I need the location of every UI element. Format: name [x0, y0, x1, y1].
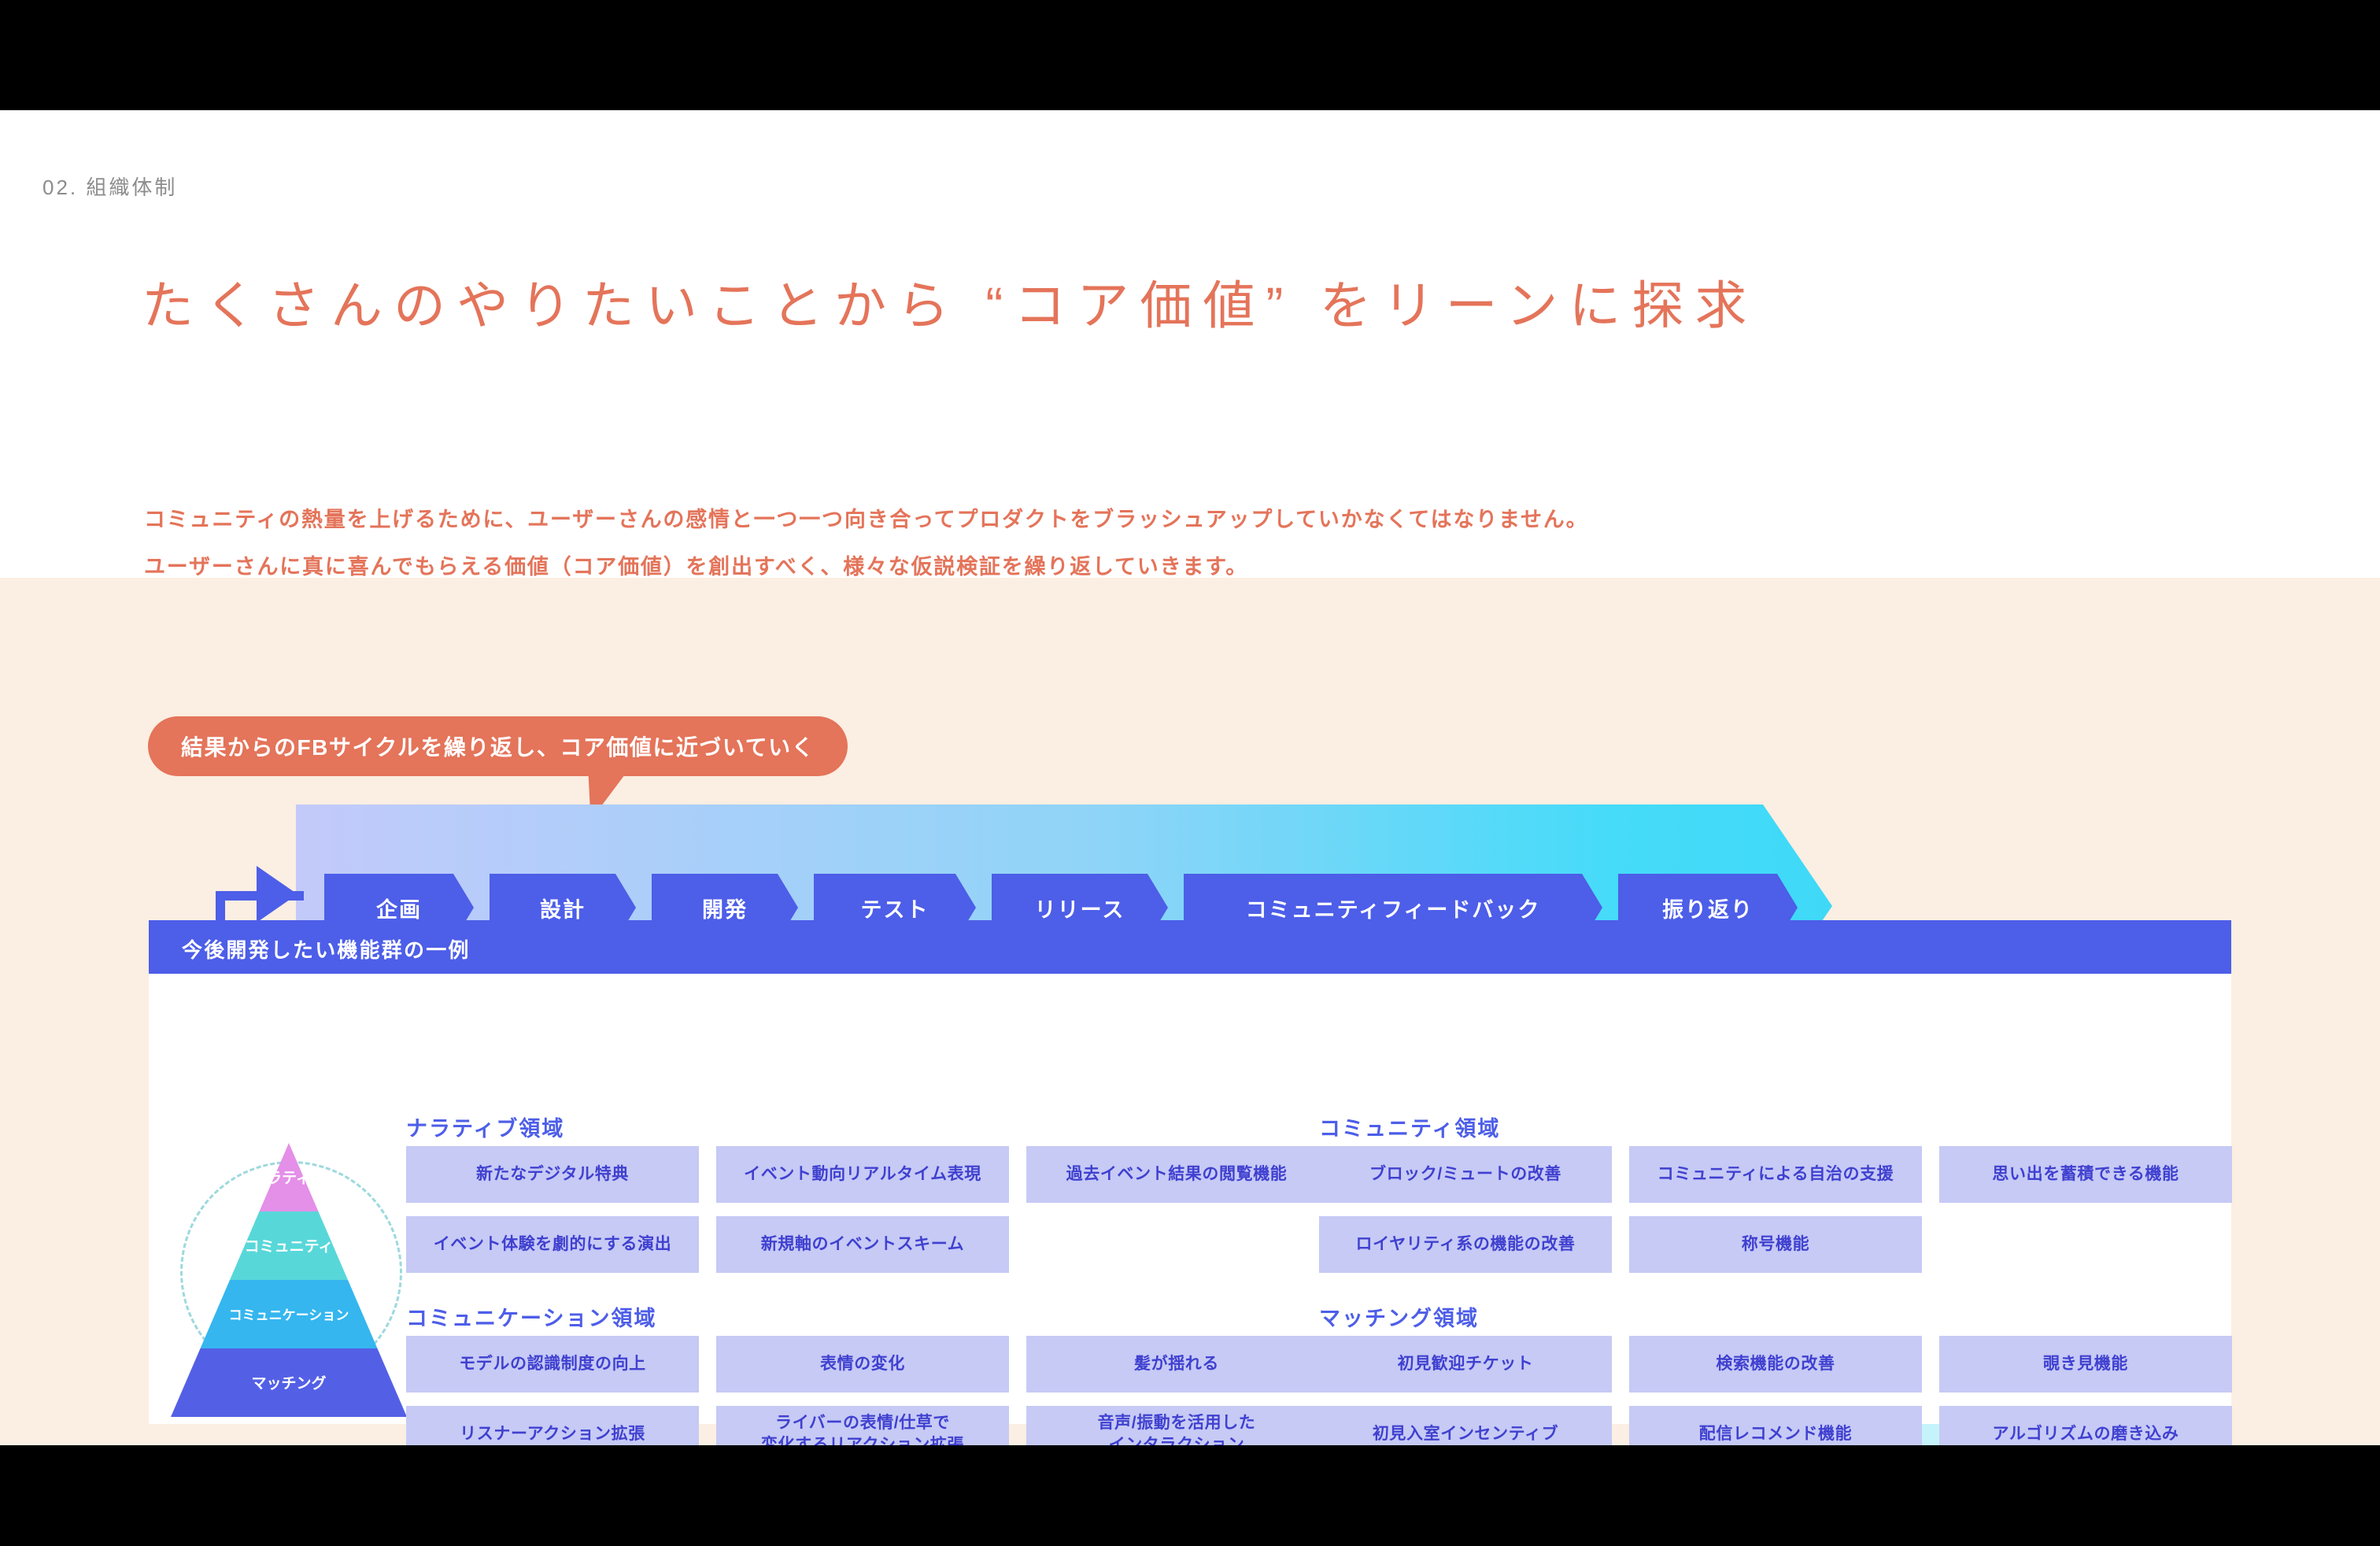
pyramid-layer-label-4: マッチング — [251, 1374, 326, 1393]
feature-card[interactable]: 初見歓迎チケット — [1319, 1336, 1612, 1393]
feature-card[interactable]: 表情の変化 — [716, 1336, 1009, 1393]
feature-card[interactable]: ブロック/ミュートの改善 — [1319, 1146, 1612, 1203]
feature-card[interactable]: 過去イベント結果の閲覧機能 — [1026, 1146, 1327, 1203]
section-kicker: 02. 組織体制 — [42, 176, 178, 199]
feature-group-title: コミュニケーション領域 — [406, 1307, 657, 1330]
slide-canvas: 02. 組織体制 たくさんのやりたいことから “コア価値” をリーンに探求 コミ… — [0, 110, 2380, 1445]
pyramid-layer-label-3: コミュニケーション — [229, 1308, 349, 1323]
feature-card[interactable]: 検索機能の改善 — [1629, 1336, 1922, 1393]
feature-card[interactable]: 称号機能 — [1629, 1216, 1922, 1273]
feature-card[interactable]: 配信レコメンド機能 — [1629, 1406, 1922, 1445]
feature-card[interactable]: 新たなデジタル特典 — [406, 1146, 699, 1203]
feature-group-title: コミュニティ領域 — [1319, 1117, 1501, 1141]
feature-card[interactable]: コミュニティによる自治の支援 — [1629, 1146, 1922, 1203]
pyramid-layer-label-1: ナラティブ — [252, 1169, 326, 1187]
lead-line-1: コミュニティの熱量を上げるために、ユーザーさんの感情と一つ一つ向き合ってプロダク… — [144, 508, 1589, 531]
feature-card[interactable]: モデルの認識制度の向上 — [406, 1336, 699, 1393]
pyramid-layer-4 — [171, 1348, 407, 1417]
feature-group-title: ナラティブ領域 — [406, 1117, 565, 1141]
feature-card[interactable]: 音声/振動を活用したインタラクション — [1026, 1406, 1327, 1445]
feature-card[interactable]: 髪が揺れる — [1026, 1336, 1327, 1393]
feature-card[interactable]: ライバーの表情/仕草で変化するリアクション拡張 — [716, 1406, 1009, 1445]
feature-card[interactable]: 覗き見機能 — [1939, 1336, 2232, 1393]
feature-panel-heading: 今後開発したい機能群の一例 — [182, 938, 471, 962]
feedback-cycle-callout: 結果からのFBサイクルを繰り返し、コア価値に近づいていく — [148, 716, 848, 776]
feature-card[interactable]: アルゴリズムの磨き込み — [1939, 1406, 2232, 1445]
feature-card[interactable]: 思い出を蓄積できる機能 — [1939, 1146, 2232, 1203]
feature-card[interactable]: ロイヤリティ系の機能の改善 — [1319, 1216, 1612, 1273]
pyramid-layer-1 — [259, 1143, 319, 1211]
feature-panel-header: 今後開発したい機能群の一例 — [149, 920, 2231, 974]
pyramid-layer-label-2: コミュニティ — [245, 1239, 334, 1256]
feedback-loop-arrowhead-icon — [257, 866, 298, 923]
pyramid-layer-2 — [230, 1211, 348, 1280]
page-title: たくさんのやりたいことから “コア価値” をリーンに探求 — [142, 276, 1758, 335]
feature-card[interactable]: イベント動向リアルタイム表現 — [716, 1146, 1009, 1203]
feature-card[interactable]: イベント体験を劇的にする演出 — [406, 1216, 699, 1273]
feature-card[interactable]: リスナーアクション拡張 — [406, 1406, 699, 1445]
lead-line-2: ユーザーさんに真に喜んでもらえる価値（コア価値）を創出すべく、様々な仮説検証を繰… — [144, 555, 1249, 579]
feature-card[interactable]: 初見入室インセンティブ — [1319, 1406, 1612, 1445]
feature-card[interactable]: 新規軸のイベントスキーム — [716, 1216, 1009, 1273]
feature-group-title: マッチング領域 — [1319, 1307, 1479, 1330]
pyramid-layer-3 — [200, 1280, 378, 1348]
